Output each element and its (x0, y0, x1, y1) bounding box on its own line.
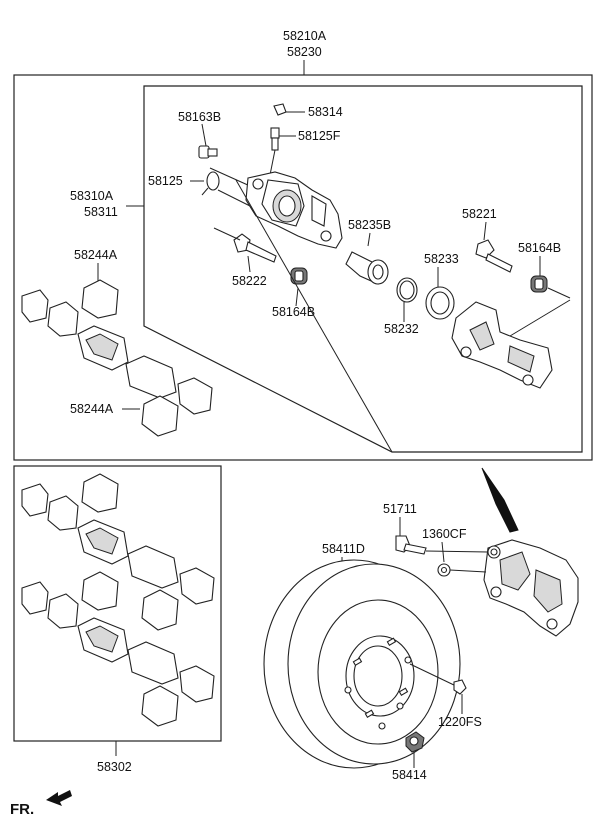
leader-58221 (483, 221, 487, 241)
front-arrow-icon (46, 790, 72, 806)
screw-1220fs (453, 679, 467, 695)
nut-58414 (405, 731, 425, 753)
installed-caliper (483, 539, 579, 637)
brake-disc-58411d (263, 559, 461, 769)
bolt-51711 (395, 535, 427, 555)
leader-58163b (201, 123, 207, 147)
pad-kit-58244a-top (21, 279, 213, 415)
leader-pin-to-caliper (209, 167, 251, 187)
leader-58222 (247, 255, 251, 273)
caliper-assembly-box (13, 74, 593, 461)
boot-58164b-right (530, 275, 548, 293)
label-58244a-top: 58244A (74, 248, 118, 262)
install-arrow (481, 467, 519, 533)
pad-clip-58244a-bottom (141, 395, 179, 437)
pad-set-58302-upper (21, 473, 215, 631)
caliper-housing (245, 171, 343, 249)
leader-58164b-right-2 (547, 287, 571, 299)
cap-58314 (273, 103, 287, 116)
piston-58235b (345, 251, 389, 285)
leader-assembly-diagonal (235, 179, 393, 453)
leader-58164b-left (295, 287, 299, 307)
label-58244a-bottom: 58244A (70, 402, 114, 416)
bleeder-58125f (270, 127, 280, 151)
label-51711: 51711 (383, 502, 417, 516)
label-58221: 58221 (462, 207, 497, 221)
label-1360cf: 1360CF (422, 527, 467, 541)
front-indicator-label: FR. (10, 801, 34, 818)
washer-1360cf (437, 563, 451, 577)
label-58233: 58233 (424, 252, 459, 266)
pin-58125 (201, 171, 220, 196)
label-58232: 58232 (384, 322, 419, 336)
leader-bracket (509, 299, 571, 337)
seal-58232 (396, 277, 418, 303)
label-58125f: 58125F (298, 129, 341, 143)
label-1220fs: 1220FS (438, 715, 482, 729)
bolt-58221 (475, 239, 513, 273)
label-58302: 58302 (97, 760, 132, 774)
bolt-58163b (198, 145, 218, 159)
label-58314: 58314 (308, 105, 343, 119)
boot-58164b-left (290, 267, 308, 285)
leader-bleeder-down (269, 149, 276, 176)
label-58310a: 58310A (70, 189, 114, 203)
leader-1220fs-disc (409, 663, 457, 687)
caliper-bracket (451, 301, 553, 389)
leader-guide-left (213, 227, 241, 241)
label-58230: 58230 (287, 45, 322, 59)
pad-set-box (13, 465, 222, 742)
label-58210a: 58210A (283, 29, 327, 43)
label-58164b-left: 58164B (272, 305, 315, 319)
label-58311: 58311 (84, 205, 118, 219)
label-58164b-right: 58164B (518, 241, 561, 255)
label-58163b: 58163B (178, 110, 221, 124)
label-58414: 58414 (392, 768, 427, 782)
leader-pin-to-caliper-2 (217, 189, 251, 207)
label-58222: 58222 (232, 274, 267, 288)
leader-washer-to-caliper (449, 569, 487, 573)
label-58411d: 58411D (322, 542, 365, 556)
pad-set-58302-lower (21, 571, 215, 727)
guide-pin-58222 (233, 233, 277, 263)
leader-1360cf (441, 541, 445, 563)
caliper-subassembly-box (143, 85, 583, 453)
leader-58235b (367, 232, 371, 247)
seal-58233 (425, 286, 455, 320)
leader-bolt-to-caliper (425, 550, 489, 553)
label-58125: 58125 (148, 174, 183, 188)
label-58235b: 58235B (348, 218, 391, 232)
